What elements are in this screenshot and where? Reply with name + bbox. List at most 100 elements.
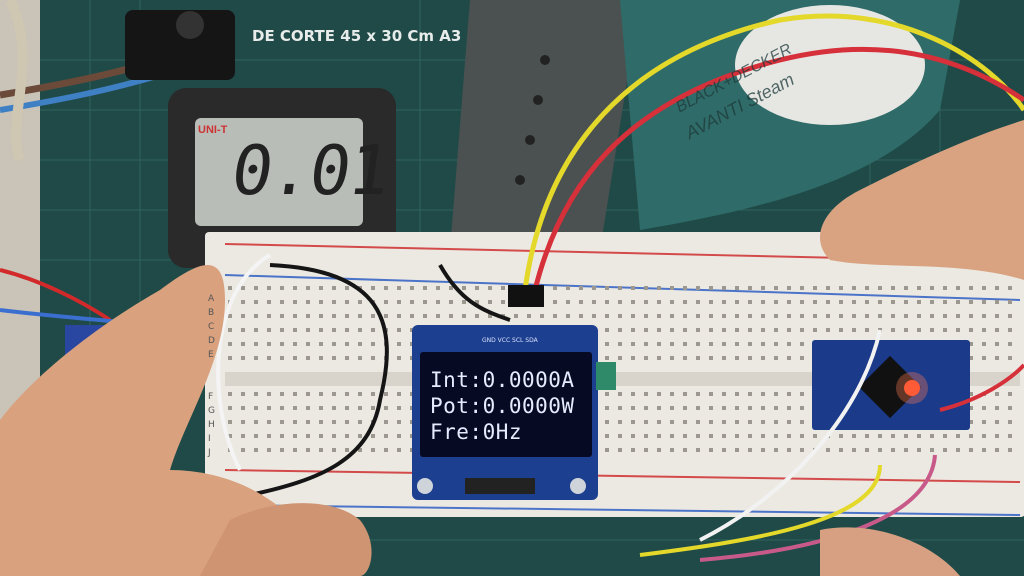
breadboard-hole [358, 406, 362, 410]
breadboard-hole [618, 356, 622, 360]
breadboard-hole [514, 314, 518, 318]
breadboard-hole [787, 406, 791, 410]
breadboard-hole [657, 356, 661, 360]
breadboard-hole [982, 356, 986, 360]
breadboard-hole [683, 286, 687, 290]
breadboard-hole [488, 314, 492, 318]
breadboard-hole [527, 314, 531, 318]
breadboard-hole [774, 392, 778, 396]
breadboard-hole [332, 342, 336, 346]
breadboard-hole [683, 328, 687, 332]
breadboard-hole [696, 286, 700, 290]
breadboard-hole [644, 314, 648, 318]
breadboard-hole [670, 328, 674, 332]
breadboard-hole [293, 448, 297, 452]
breadboard-hole [878, 300, 882, 304]
breadboard-hole [254, 392, 258, 396]
breadboard-hole [644, 286, 648, 290]
breadboard-hole [696, 420, 700, 424]
breadboard-hole [228, 342, 232, 346]
breadboard-hole [891, 314, 895, 318]
breadboard-hole [761, 406, 765, 410]
breadboard-hole [254, 300, 258, 304]
breadboard-hole [306, 328, 310, 332]
breadboard-hole [280, 356, 284, 360]
breadboard-hole [436, 314, 440, 318]
breadboard-hole [618, 420, 622, 424]
breadboard-hole [722, 406, 726, 410]
breadboard-hole [228, 392, 232, 396]
breadboard-hole [982, 300, 986, 304]
breadboard-hole [644, 448, 648, 452]
breadboard-hole [644, 434, 648, 438]
breadboard-hole [605, 328, 609, 332]
breadboard-hole [813, 434, 817, 438]
breadboard-hole [670, 314, 674, 318]
breadboard-hole [969, 392, 973, 396]
breadboard-hole [800, 356, 804, 360]
breadboard-hole [943, 286, 947, 290]
breadboard-hole [839, 314, 843, 318]
breadboard-hole [345, 356, 349, 360]
breadboard-hole [332, 300, 336, 304]
breadboard-hole [709, 300, 713, 304]
breadboard-hole [371, 434, 375, 438]
breadboard-hole [384, 286, 388, 290]
breadboard-hole [956, 300, 960, 304]
breadboard-hole [696, 356, 700, 360]
breadboard-hole [800, 300, 804, 304]
breadboard-hole [891, 434, 895, 438]
breadboard-hole [345, 420, 349, 424]
row-letter: A [208, 294, 215, 304]
breadboard-hole [735, 434, 739, 438]
breadboard-hole [397, 300, 401, 304]
breadboard-hole [709, 434, 713, 438]
breadboard-hole [345, 392, 349, 396]
breadboard-hole [280, 406, 284, 410]
breadboard-hole [306, 286, 310, 290]
breadboard-hole [397, 406, 401, 410]
breadboard-hole [254, 434, 258, 438]
breadboard-hole [787, 448, 791, 452]
breadboard-hole [306, 356, 310, 360]
breadboard-hole [800, 406, 804, 410]
breadboard-hole [319, 300, 323, 304]
row-letter: G [208, 406, 215, 416]
breadboard-hole [280, 448, 284, 452]
breadboard-hole [670, 448, 674, 452]
breadboard-hole [644, 406, 648, 410]
row-letter: J [208, 448, 211, 458]
breadboard-hole [267, 392, 271, 396]
breadboard-hole [800, 342, 804, 346]
breadboard-hole [293, 420, 297, 424]
breadboard-hole [800, 448, 804, 452]
breadboard-hole [618, 328, 622, 332]
breadboard-hole [800, 434, 804, 438]
breadboard-hole [839, 434, 843, 438]
breadboard-hole [631, 314, 635, 318]
breadboard-hole [787, 356, 791, 360]
breadboard-hole [319, 392, 323, 396]
breadboard-hole [826, 328, 830, 332]
breadboard-hole [410, 314, 414, 318]
breadboard-hole [371, 406, 375, 410]
breadboard-hole [774, 286, 778, 290]
breadboard-hole [956, 314, 960, 318]
row-letter: F [208, 392, 214, 402]
breadboard-hole [631, 286, 635, 290]
breadboard-hole [800, 392, 804, 396]
rope [5, 0, 28, 162]
breadboard-hole [319, 342, 323, 346]
breadboard-hole [904, 286, 908, 290]
breadboard-hole [267, 328, 271, 332]
arduino-chip [858, 355, 922, 419]
breadboard-hole [748, 342, 752, 346]
breadboard-hole [605, 420, 609, 424]
breadboard-hole [917, 300, 921, 304]
breadboard-hole [358, 392, 362, 396]
breadboard-hole [852, 300, 856, 304]
breadboard-hole [254, 342, 258, 346]
breadboard-hole [917, 434, 921, 438]
breadboard-hole [995, 342, 999, 346]
